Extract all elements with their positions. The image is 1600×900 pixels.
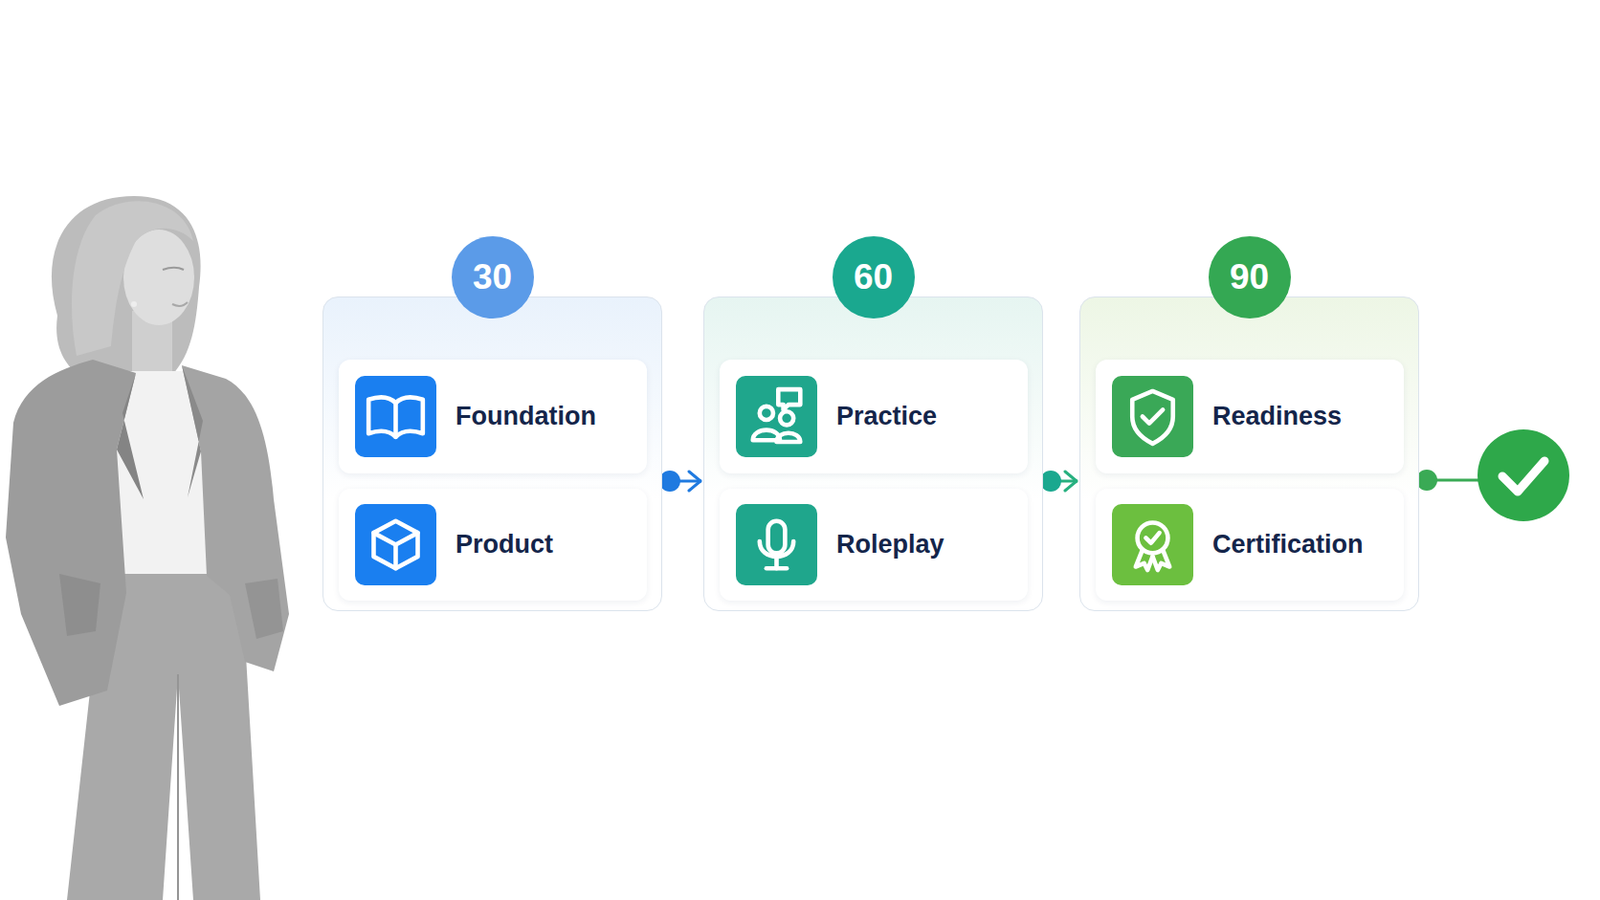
step-box: Foundation bbox=[338, 359, 647, 474]
phase-card: 60PracticeRoleplay bbox=[703, 296, 1044, 612]
flow-arrow bbox=[659, 470, 702, 492]
step-label: Foundation bbox=[455, 401, 597, 432]
step-icon bbox=[1111, 376, 1194, 458]
step-label: Roleplay bbox=[836, 530, 945, 560]
completion-check bbox=[1477, 429, 1570, 522]
step-label: Practice bbox=[836, 401, 937, 432]
step-box: Practice bbox=[719, 359, 1028, 474]
step-box: Roleplay bbox=[719, 488, 1028, 601]
woman-figure bbox=[5, 196, 289, 900]
step-icon bbox=[355, 376, 437, 458]
step-box: Product bbox=[338, 488, 647, 601]
completion-connector bbox=[1416, 469, 1480, 491]
phase-card: 30FoundationProduct bbox=[322, 296, 663, 612]
step-icon bbox=[735, 504, 818, 586]
step-label: Readiness bbox=[1212, 401, 1342, 432]
phase-card: 90ReadinessCertification bbox=[1079, 296, 1420, 612]
step-icon bbox=[355, 504, 437, 586]
step-label: Product bbox=[455, 530, 554, 560]
step-icon bbox=[1111, 504, 1194, 586]
phase-number: 60 bbox=[832, 236, 915, 319]
step-label: Certification bbox=[1212, 530, 1364, 560]
step-icon bbox=[735, 376, 818, 458]
phase-number: 30 bbox=[451, 236, 534, 319]
flow-arrow bbox=[1040, 470, 1078, 492]
phase-number: 90 bbox=[1208, 236, 1291, 319]
step-box: Certification bbox=[1095, 488, 1404, 601]
step-box: Readiness bbox=[1095, 359, 1404, 474]
